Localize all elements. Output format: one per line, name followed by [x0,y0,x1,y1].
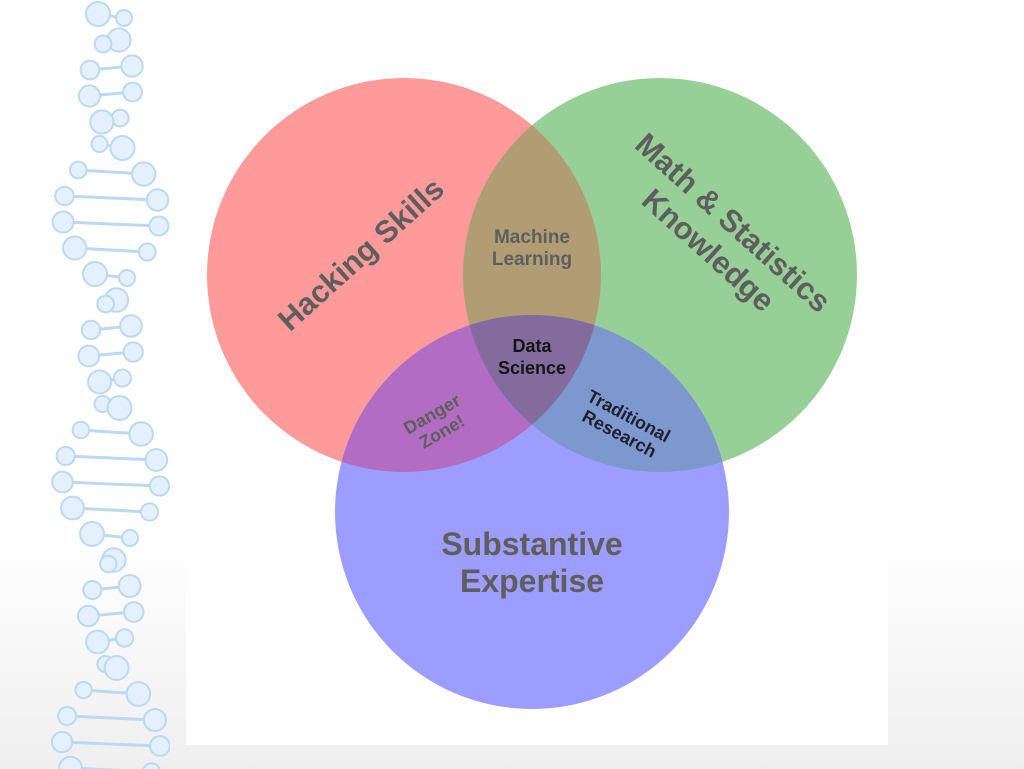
dna-node [120,54,144,78]
dna-node [148,215,170,237]
dna-node [131,161,157,187]
dna-node [62,235,88,261]
dna-node [109,135,136,161]
dna-strand-icon [50,1,170,769]
dna-node [142,707,167,733]
dna-node [112,368,132,388]
dna-rung [65,454,157,462]
overlap-danger-zone [335,315,601,472]
dna-node [85,629,110,655]
dna-node [77,344,101,368]
dna-node [122,81,143,103]
data-science-label: Data Science [498,336,566,378]
dna-node [82,579,103,601]
dna-node [54,185,75,207]
data-science-line-2: Science [498,358,566,378]
machine-learning-line-1: Machine [494,227,570,248]
dna-node [58,755,83,769]
dna-node [68,160,88,180]
dna-node [90,134,109,154]
dna-node [96,294,115,314]
dna-node [55,445,76,467]
dna-node [125,681,152,707]
dna-node [51,470,74,494]
dna-node [82,261,109,287]
dna-node [71,420,91,440]
machine-learning-line-2: Learning [492,249,572,270]
dna-node [148,475,170,497]
dna-node [145,188,170,212]
dna-node [89,109,115,135]
substantive-expertise-label: Substantive Expertise [441,526,622,599]
substantive-line-1: Substantive [441,526,622,562]
dna-node [115,9,133,27]
dna-node [142,762,161,769]
dna-node [57,706,78,726]
dna-node [122,341,144,363]
dna-node [117,268,136,288]
dna-node [50,730,74,754]
dna-node [119,314,143,338]
dna-node [60,495,85,521]
dna-node [137,242,157,262]
dna-rung [64,194,158,202]
dna-node [114,628,135,648]
dna-node [77,604,100,628]
dna-node [103,655,130,681]
data-science-line-1: Data [512,336,552,356]
dna-node [122,601,145,623]
dna-node [79,59,101,81]
dna-node [117,574,142,598]
dna-node [74,680,93,700]
dna-node [85,1,111,27]
dna-node [139,502,160,522]
dna-node [51,210,75,234]
dna-node [87,369,113,395]
dna-node [144,448,169,472]
dna-rung [62,740,160,748]
dna-node [80,319,102,341]
dna-rung [72,506,150,514]
dna-node [79,521,106,547]
machine-learning-label: Machine Learning [492,227,572,270]
dna-node [93,34,113,54]
dna-node [106,395,133,421]
dna-rung [67,714,155,722]
dna-node [120,528,139,548]
dna-node [77,84,102,108]
dna-rung [63,220,159,228]
overlap-traditional-research [463,315,729,472]
dna-rung [62,480,160,488]
substantive-line-2: Expertise [460,563,604,599]
dna-node [149,735,170,757]
dna-node [99,554,118,574]
dna-node [128,421,154,447]
